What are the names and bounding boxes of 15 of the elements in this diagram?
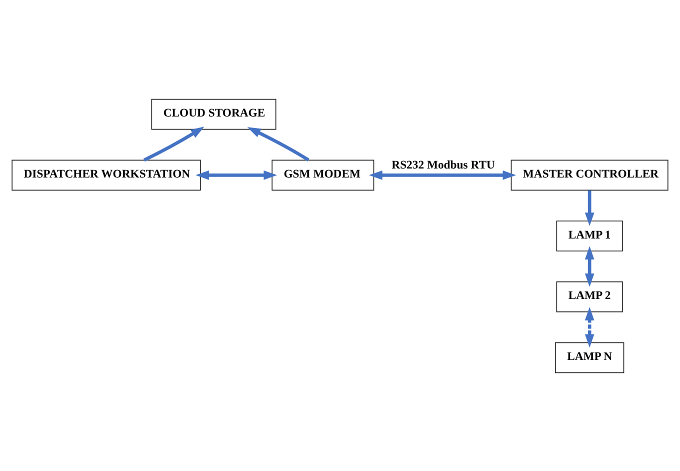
- arrow: [584, 190, 594, 226]
- arrow: [143, 126, 204, 162]
- arrow: [584, 246, 594, 286]
- arrow: [247, 126, 310, 161]
- arrow: [368, 170, 516, 180]
- arrow: [196, 170, 278, 180]
- node-box: LAMP N: [555, 342, 624, 373]
- arrow: [584, 306, 594, 348]
- node-box: GSM MODEM: [272, 159, 374, 190]
- node-box: DISPATCHER WORKSTATION: [12, 159, 201, 190]
- node-box: LAMP 2: [556, 280, 623, 312]
- edge-label: RS232 Modbus RTU: [392, 158, 495, 172]
- node-box: MASTER CONTROLLER: [510, 159, 668, 190]
- node-box: CLOUD STORAGE: [151, 98, 276, 130]
- node-box: LAMP 1: [556, 220, 623, 251]
